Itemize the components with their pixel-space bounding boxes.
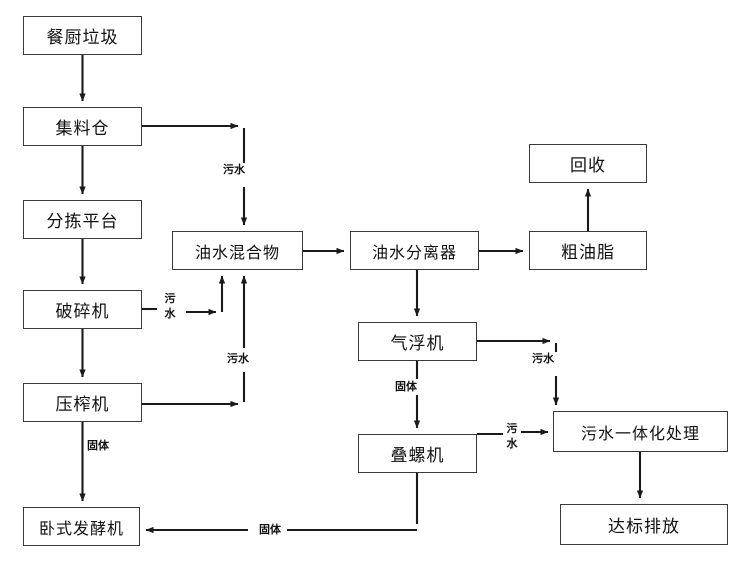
node-label: 污水一体化处理	[580, 423, 700, 443]
edge-label-wastewater-silo: 污水	[222, 163, 246, 177]
node-compliant-discharge[interactable]: 达标排放	[560, 504, 728, 545]
node-horizontal-fermenter[interactable]: 卧式发酵机	[23, 507, 140, 546]
edge-label-wastewater-screwpress: 污水	[505, 422, 519, 452]
node-label: 油水混合物	[194, 242, 280, 262]
node-integrated-wastewater-treatment[interactable]: 污水一体化处理	[553, 411, 728, 452]
node-label: 破碎机	[55, 302, 110, 322]
node-label: 卧式发酵机	[38, 518, 124, 538]
node-label: 气浮机	[390, 334, 445, 354]
node-crude-oil[interactable]: 粗油脂	[529, 231, 647, 270]
node-label: 压榨机	[55, 395, 110, 415]
node-air-flotation[interactable]: 气浮机	[358, 322, 477, 361]
edge-label-wastewater-crusher: 污水	[163, 292, 177, 322]
node-label: 分拣平台	[46, 212, 119, 232]
node-oil-water-separator[interactable]: 油水分离器	[350, 231, 479, 270]
edge-label-solid-screwpress: 固体	[258, 523, 282, 537]
edge-label-solid-flotation: 固体	[394, 380, 418, 394]
node-label: 粗油脂	[561, 243, 615, 263]
node-recovery[interactable]: 回收	[529, 144, 647, 183]
node-label: 达标排放	[608, 517, 680, 537]
node-label: 集料仓	[55, 119, 110, 139]
node-label: 叠螺机	[390, 446, 445, 466]
node-sorting-platform[interactable]: 分拣平台	[23, 200, 142, 239]
node-press-machine[interactable]: 压榨机	[23, 383, 142, 422]
edge-label-solid-press: 固体	[86, 439, 110, 453]
node-collection-silo[interactable]: 集料仓	[23, 107, 142, 146]
node-label: 餐厨垃圾	[46, 28, 119, 48]
node-crusher[interactable]: 破碎机	[23, 290, 142, 329]
node-kitchen-waste[interactable]: 餐厨垃圾	[23, 16, 142, 55]
node-screw-press[interactable]: 叠螺机	[358, 434, 477, 473]
edge-label-wastewater-press: 污水	[226, 352, 250, 366]
node-oil-water-mixture[interactable]: 油水混合物	[172, 231, 303, 270]
edge-label-wastewater-flotation: 污水	[531, 352, 555, 366]
node-label: 油水分离器	[371, 242, 457, 262]
node-label: 回收	[570, 156, 606, 176]
